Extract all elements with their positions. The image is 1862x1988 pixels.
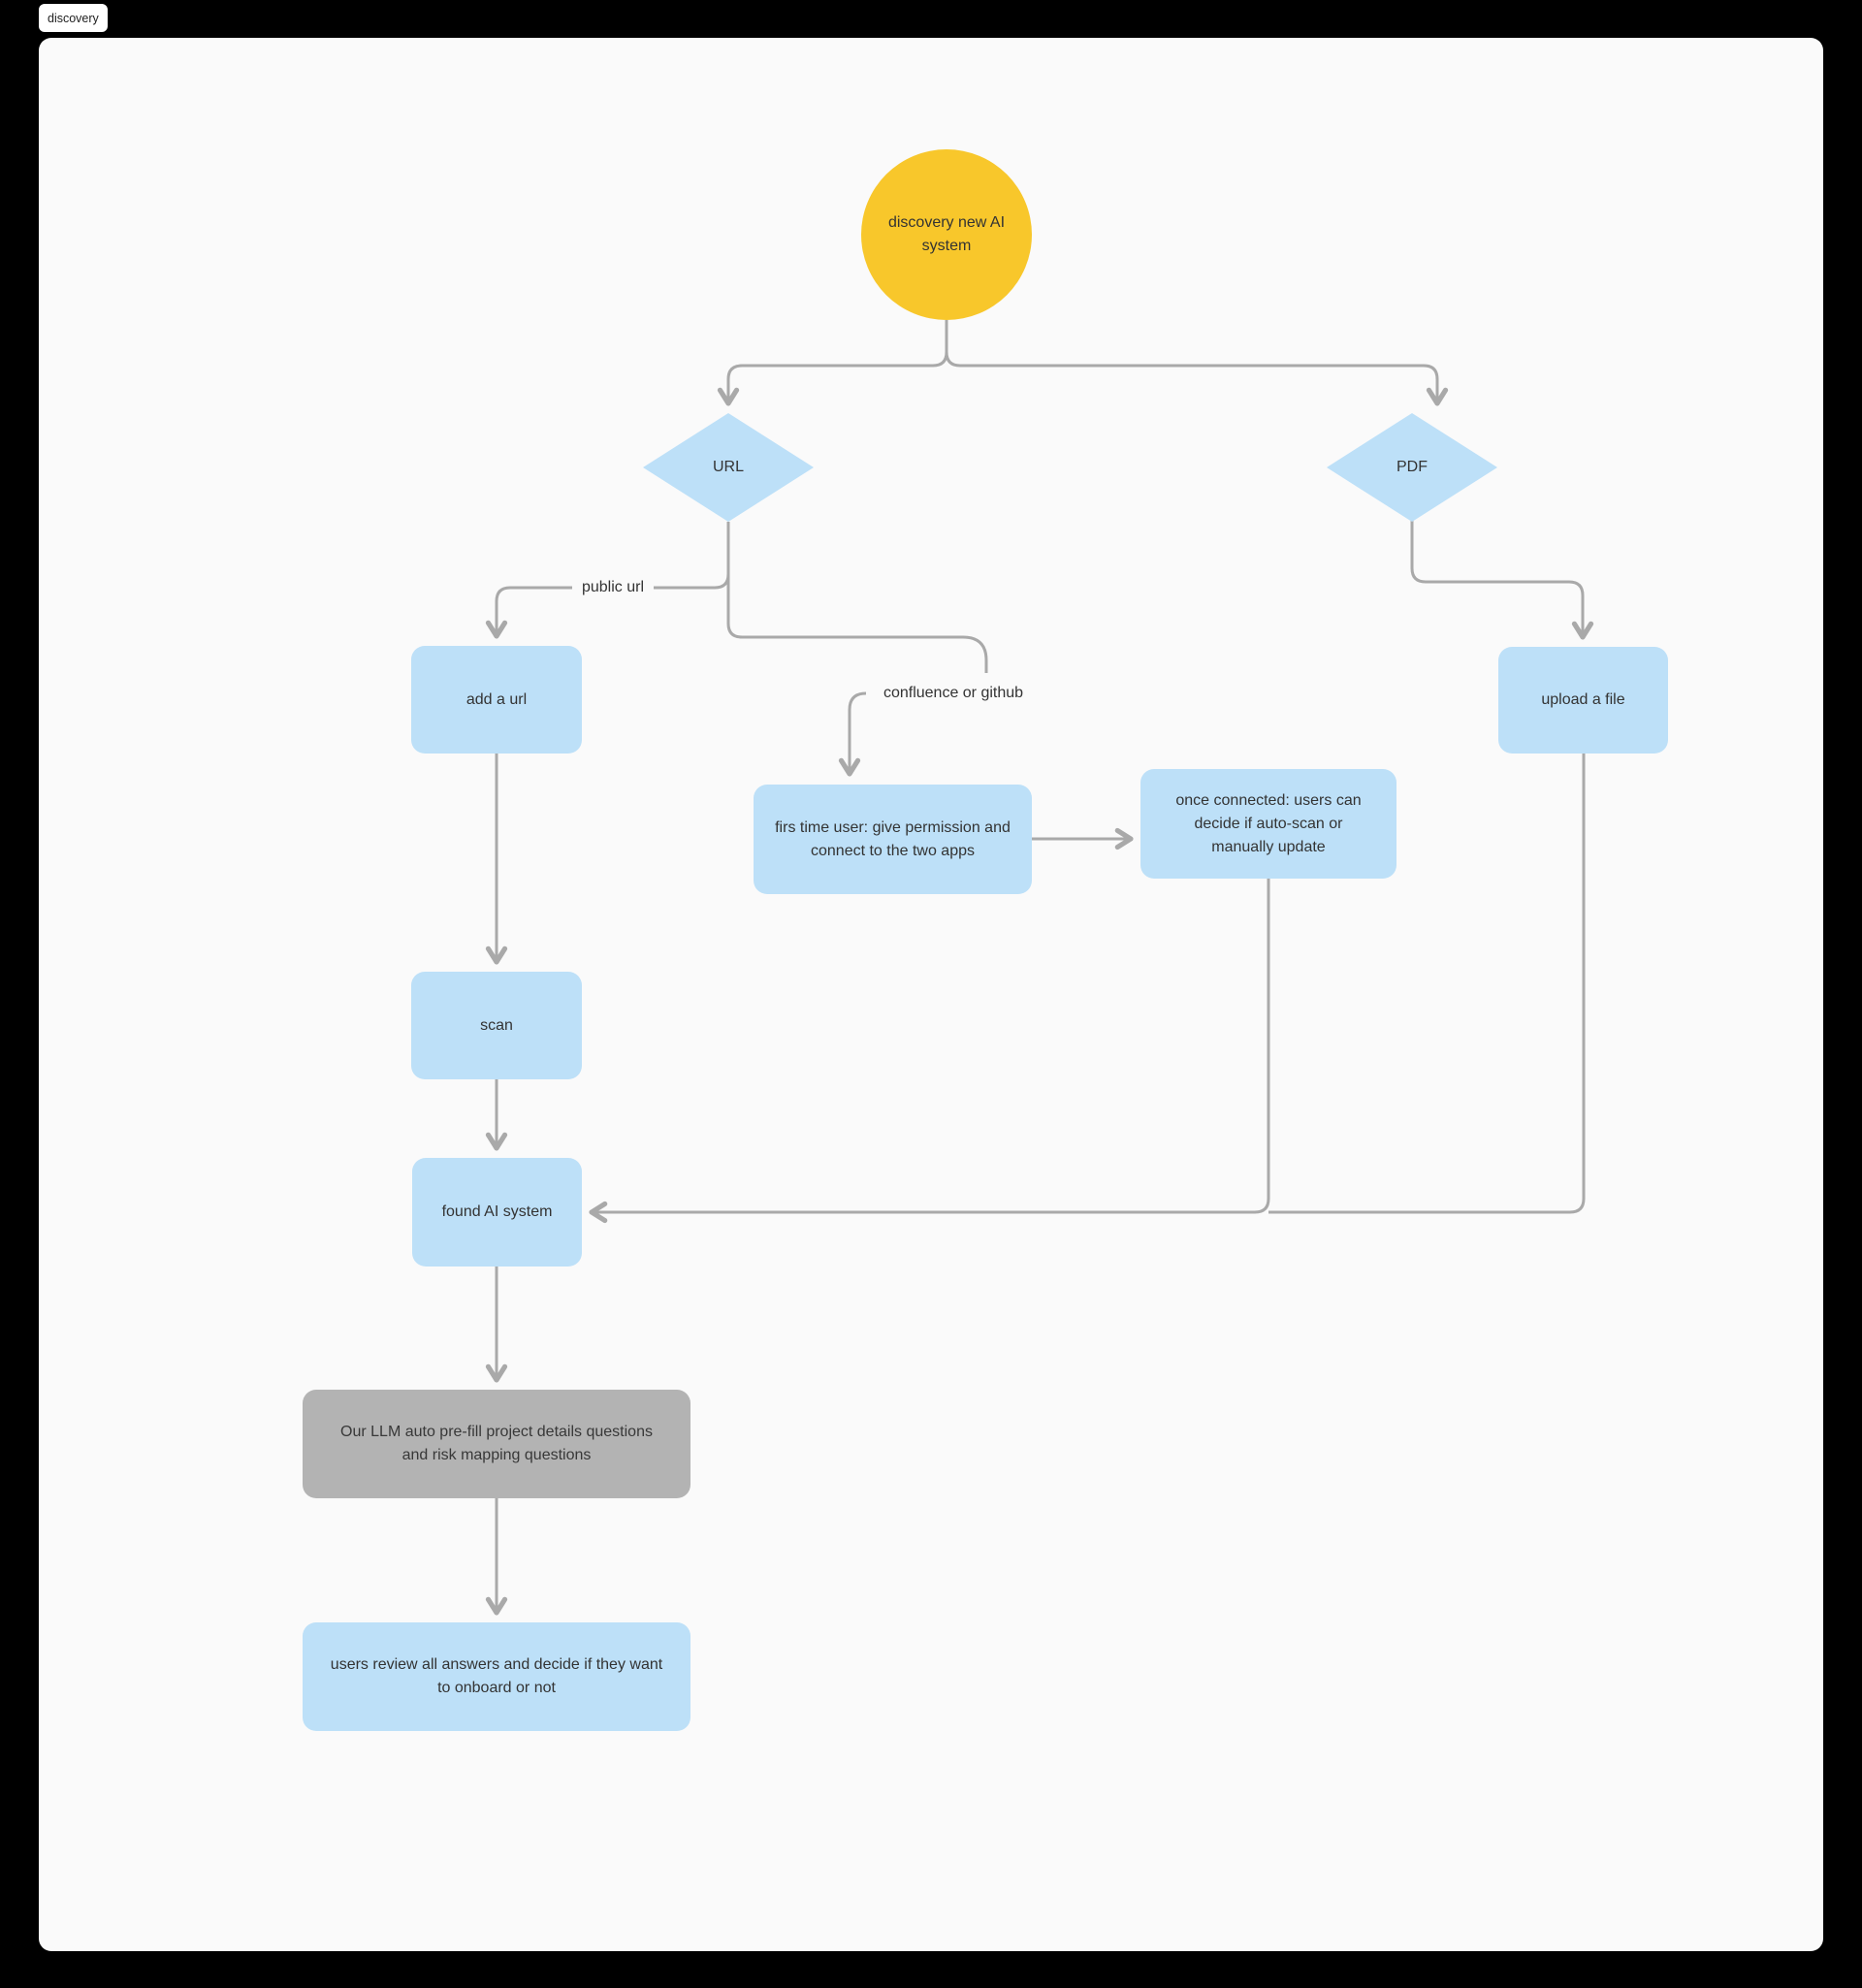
node-pdf-label: PDF — [1396, 459, 1428, 475]
node-upload-file-label: upload a file — [1541, 691, 1625, 708]
node-first-time-user-label: firs time user: give permission and conn… — [775, 818, 1011, 859]
diagram-canvas[interactable]: discovery new AI system URL PDF add a ur… — [39, 38, 1823, 1951]
node-scan[interactable]: scan — [411, 972, 582, 1079]
connector-layer — [485, 320, 1594, 1616]
node-found-ai-system-label: found AI system — [441, 1203, 553, 1220]
edge-label-confluence-or-github[interactable]: confluence or github — [873, 683, 1034, 704]
node-add-url-label: add a url — [466, 690, 528, 708]
node-add-url[interactable]: add a url — [411, 646, 582, 754]
node-url-label: URL — [712, 459, 744, 475]
tab-discovery[interactable]: discovery — [39, 4, 108, 32]
node-found-ai-system[interactable]: found AI system — [412, 1158, 582, 1267]
edge-start-to-url — [717, 320, 948, 406]
edge-start-to-pdf — [945, 320, 1449, 406]
node-once-connected-label: once connected: users can decide if auto… — [1175, 791, 1362, 855]
edge-upload-to-found — [1268, 754, 1586, 1214]
node-llm-prefill[interactable]: Our LLM auto pre-fill project details qu… — [303, 1390, 690, 1498]
tab-discovery-label: discovery — [48, 11, 99, 25]
edge-confluence-to-firsttime — [838, 691, 867, 777]
node-upload-file[interactable]: upload a file — [1498, 647, 1668, 754]
node-users-review-label: users review all answers and decide if t… — [330, 1656, 663, 1696]
node-start[interactable]: discovery new AI system — [861, 149, 1032, 320]
node-start-label: discovery new AI system — [887, 214, 1006, 254]
edge-pdf-to-upload — [1410, 521, 1594, 640]
node-llm-prefill-label: Our LLM auto pre-fill project details qu… — [340, 1424, 653, 1463]
edge-onceconnected-to-found — [589, 879, 1270, 1224]
node-first-time-user[interactable]: firs time user: give permission and conn… — [754, 785, 1032, 894]
node-users-review[interactable]: users review all answers and decide if t… — [303, 1622, 690, 1731]
edge-url-to-confluence — [726, 522, 988, 673]
edge-label-public-url[interactable]: public url — [571, 577, 655, 598]
node-once-connected[interactable]: once connected: users can decide if auto… — [1140, 769, 1396, 879]
node-scan-label: scan — [480, 1016, 513, 1034]
